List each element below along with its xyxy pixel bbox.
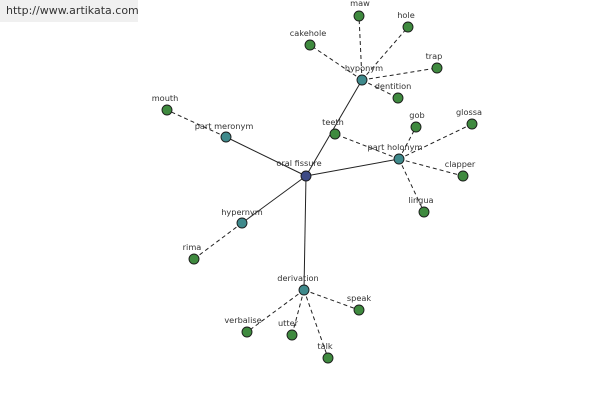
leaf-node-clapper[interactable] <box>457 170 469 182</box>
leaf-node-rima[interactable] <box>188 253 200 265</box>
leaf-label-glossa[interactable]: glossa <box>456 107 482 117</box>
edge-part-holonym-lingua <box>398 158 425 213</box>
leaf-label-speak[interactable]: speak <box>347 293 372 303</box>
relation-label-hypernym[interactable]: hypernym <box>221 207 263 217</box>
leaf-node-mouth[interactable] <box>161 104 173 116</box>
leaf-node-utter[interactable] <box>286 329 298 341</box>
relation-label-part-holonym[interactable]: part holonym <box>368 142 423 152</box>
leaf-label-teeth[interactable]: teeth <box>322 117 344 127</box>
leaf-label-cakehole[interactable]: cakehole <box>290 28 327 38</box>
leaf-label-utter[interactable]: utter <box>278 318 299 328</box>
edge-derivation-speak <box>303 289 360 311</box>
relation-node-derivation[interactable] <box>298 284 310 296</box>
edge-hyponym-trap <box>361 67 438 81</box>
edge-derivation <box>303 175 307 291</box>
edge-part-holonym <box>305 158 400 177</box>
leaf-node-gob[interactable] <box>410 121 422 133</box>
leaf-node-teeth[interactable] <box>329 128 341 140</box>
edge-derivation-verbalise <box>246 289 305 333</box>
edge-hyponym-cakehole <box>309 44 363 81</box>
leaf-label-maw[interactable]: maw <box>350 0 370 8</box>
relation-label-part-meronym[interactable]: part meronym <box>195 121 254 131</box>
leaf-label-lingua[interactable]: lingua <box>408 195 433 205</box>
edge-hyponym <box>305 79 363 177</box>
leaf-label-talk[interactable]: talk <box>317 341 333 351</box>
leaf-node-glossa[interactable] <box>466 118 478 130</box>
edge-hypernym <box>241 175 307 224</box>
edge-derivation-utter <box>291 289 305 336</box>
leaf-label-verbalise[interactable]: verbalise <box>224 315 261 325</box>
edge-part-meronym-mouth <box>166 109 227 138</box>
edge-hyponym-maw <box>358 15 363 81</box>
leaf-node-hole[interactable] <box>402 21 414 33</box>
edge-hyponym-hole <box>361 26 409 81</box>
edge-part-holonym-gob <box>398 126 417 160</box>
relation-label-derivation[interactable]: derivation <box>277 273 318 283</box>
leaf-node-verbalise[interactable] <box>241 326 253 338</box>
leaf-label-rima[interactable]: rima <box>183 242 202 252</box>
relation-node-hyponym[interactable] <box>356 74 368 86</box>
center-label-oral-fissure[interactable]: oral fissure <box>276 158 321 168</box>
leaf-node-lingua[interactable] <box>418 206 430 218</box>
edge-part-holonym-teeth <box>334 133 400 160</box>
leaf-node-speak[interactable] <box>353 304 365 316</box>
leaf-label-clapper[interactable]: clapper <box>445 159 476 169</box>
relation-node-part-holonym[interactable] <box>393 153 405 165</box>
edge-hypernym-rima <box>193 222 243 260</box>
leaf-node-maw[interactable] <box>353 10 365 22</box>
leaf-node-trap[interactable] <box>431 62 443 74</box>
edge-part-meronym <box>225 136 307 177</box>
leaf-node-talk[interactable] <box>322 352 334 364</box>
site-url[interactable]: http://www.artikata.com <box>6 4 139 17</box>
leaf-label-mouth[interactable]: mouth <box>152 93 179 103</box>
leaf-node-cakehole[interactable] <box>304 39 316 51</box>
edge-derivation-talk <box>303 289 329 359</box>
leaf-label-dentition[interactable]: dentition <box>375 81 412 91</box>
leaf-label-hole[interactable]: hole <box>397 10 415 20</box>
leaf-label-gob[interactable]: gob <box>409 110 424 120</box>
leaf-label-trap[interactable]: trap <box>426 51 443 61</box>
center-node-oral-fissure[interactable] <box>300 170 312 182</box>
url-bar: http://www.artikata.com <box>0 0 139 22</box>
relation-node-hypernym[interactable] <box>236 217 248 229</box>
leaf-node-dentition[interactable] <box>392 92 404 104</box>
relation-label-hyponym[interactable]: hyponym <box>345 63 383 73</box>
relation-node-part-meronym[interactable] <box>220 131 232 143</box>
